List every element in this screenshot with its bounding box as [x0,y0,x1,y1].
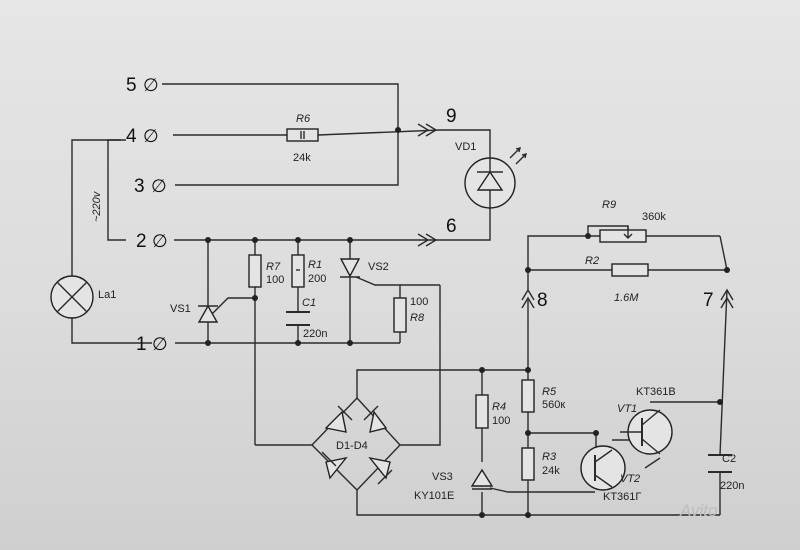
connector-6: 6 [417,216,457,247]
svg-text:560к: 560к [542,399,565,411]
led-vd1: VD1 [455,141,527,209]
svg-text:R9: R9 [602,199,616,211]
svg-text:4: 4 [126,126,137,147]
voltage-label: ~220v [91,190,103,222]
svg-text:6: 6 [446,216,457,237]
svg-text:5: 5 [126,75,137,96]
thyristor-vs2: VS2 [339,258,389,278]
svg-text:100: 100 [492,415,510,427]
svg-text:7: 7 [703,290,714,311]
svg-text:24k: 24k [542,465,560,477]
svg-text:R6: R6 [296,113,311,125]
svg-text:La1: La1 [98,289,116,301]
svg-text:VT2: VT2 [620,473,640,485]
capacitor-c2: C2 220n [708,453,744,492]
svg-text:200: 200 [308,273,326,285]
wiring [71,83,728,516]
svg-text:9: 9 [446,106,457,127]
resistor-r8: 100 R8 [393,296,428,333]
svg-text:100: 100 [410,296,428,308]
svg-text:R1: R1 [308,259,322,271]
svg-text:VS1: VS1 [170,303,191,315]
junction-dots [205,127,730,518]
lamp-la1: La1 [50,275,116,319]
svg-text:1: 1 [136,334,147,355]
svg-text:∅: ∅ [143,126,159,146]
terminal-5: 5 ∅ [126,75,159,96]
svg-text:KY101E: KY101E [414,490,454,502]
thyristor-vs3: VS3 KY101E [414,468,494,502]
svg-text:D1-D4: D1-D4 [336,440,368,452]
svg-text:100: 100 [266,274,284,286]
svg-text:KT361B: KT361B [636,386,676,398]
svg-text:2: 2 [136,231,147,252]
svg-text:VS2: VS2 [368,261,389,273]
transistor-vt2: VT2 KT361Г [580,445,641,503]
connector-9: 9 [417,106,457,137]
svg-text:R4: R4 [492,401,506,413]
svg-text:R2: R2 [585,255,599,267]
transistor-vt1: KT361B VT1 [617,386,676,455]
svg-text:∅: ∅ [143,75,159,95]
svg-text:220n: 220n [720,480,744,492]
watermark: Avito [679,501,718,520]
connector-8: 8 [521,288,548,311]
terminal-1: 1 ∅ [136,334,168,355]
terminal-4: 4 ∅ [126,126,159,147]
resistor-r6: R6 24k [286,113,319,164]
svg-text:C2: C2 [722,453,736,465]
svg-text:R8: R8 [410,312,425,324]
svg-text:3: 3 [134,176,145,197]
svg-text:VS3: VS3 [432,471,453,483]
resistor-r1: R1 200 [291,254,326,288]
potentiometer-r9: R9 360k [599,199,666,243]
svg-text:220n: 220n [303,328,327,340]
thyristor-vs1: VS1 [170,303,219,323]
resistor-r5: R5 560к [521,379,565,413]
svg-text:R5: R5 [542,386,557,398]
svg-text:VD1: VD1 [455,141,476,153]
svg-text:24k: 24k [293,152,311,164]
svg-text:8: 8 [537,290,548,311]
svg-text:R3: R3 [542,451,557,463]
svg-text:KT361Г: KT361Г [603,491,641,503]
svg-text:C1: C1 [302,297,316,309]
capacitor-c1: C1 220n [286,297,327,340]
resistor-r7: R7 100 [248,254,284,288]
resistor-r4: R4 100 [475,394,510,429]
svg-text:1.6M: 1.6M [614,292,639,304]
svg-text:∅: ∅ [152,334,168,354]
svg-text:VT1: VT1 [617,403,637,415]
resistor-r3: R3 24k [521,447,560,481]
terminal-3: 3 ∅ [134,176,167,197]
svg-text:R7: R7 [266,261,281,273]
terminal-2: 2 ∅ [136,231,168,252]
connector-7: 7 [703,288,734,311]
svg-text:∅: ∅ [151,176,167,196]
svg-text:∅: ∅ [152,231,168,251]
svg-text:360k: 360k [642,211,666,223]
diode-bridge-d1-d4: D1-D4 [311,397,401,491]
resistor-r2: R2 1.6M [585,255,649,304]
